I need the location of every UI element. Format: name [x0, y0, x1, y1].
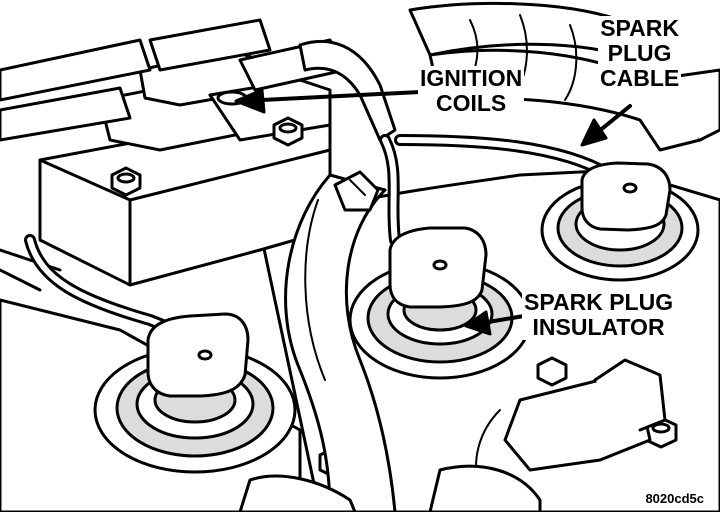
insulator-boot-right — [580, 161, 672, 232]
leader-arrows — [234, 88, 632, 336]
coil-towers — [0, 18, 397, 142]
sensor-connector — [428, 358, 667, 512]
bolt — [110, 166, 142, 197]
cable-clip — [333, 170, 380, 212]
bolt — [272, 116, 304, 147]
figure-reference-id: 8020cd5c — [643, 491, 706, 506]
spark-plug-cables — [24, 134, 616, 336]
label-ignition-coils: IGNITION COILS — [418, 65, 525, 116]
bolt — [536, 356, 568, 387]
insulator-boot-middle — [388, 226, 488, 309]
arrow-spark-plug-insulator — [464, 310, 526, 336]
label-spark-plug-insulator: SPARK PLUG INSULATOR — [522, 289, 676, 340]
crossover-hose — [284, 173, 397, 512]
bolts — [110, 116, 678, 479]
insulator-boot-left — [146, 312, 250, 398]
arrow-ignition-coils — [234, 88, 422, 114]
lower-left-hose — [238, 474, 357, 512]
arrow-spark-plug-cable — [580, 104, 632, 147]
label-spark-plug-cable: SPARK PLUG CABLE — [598, 15, 682, 91]
